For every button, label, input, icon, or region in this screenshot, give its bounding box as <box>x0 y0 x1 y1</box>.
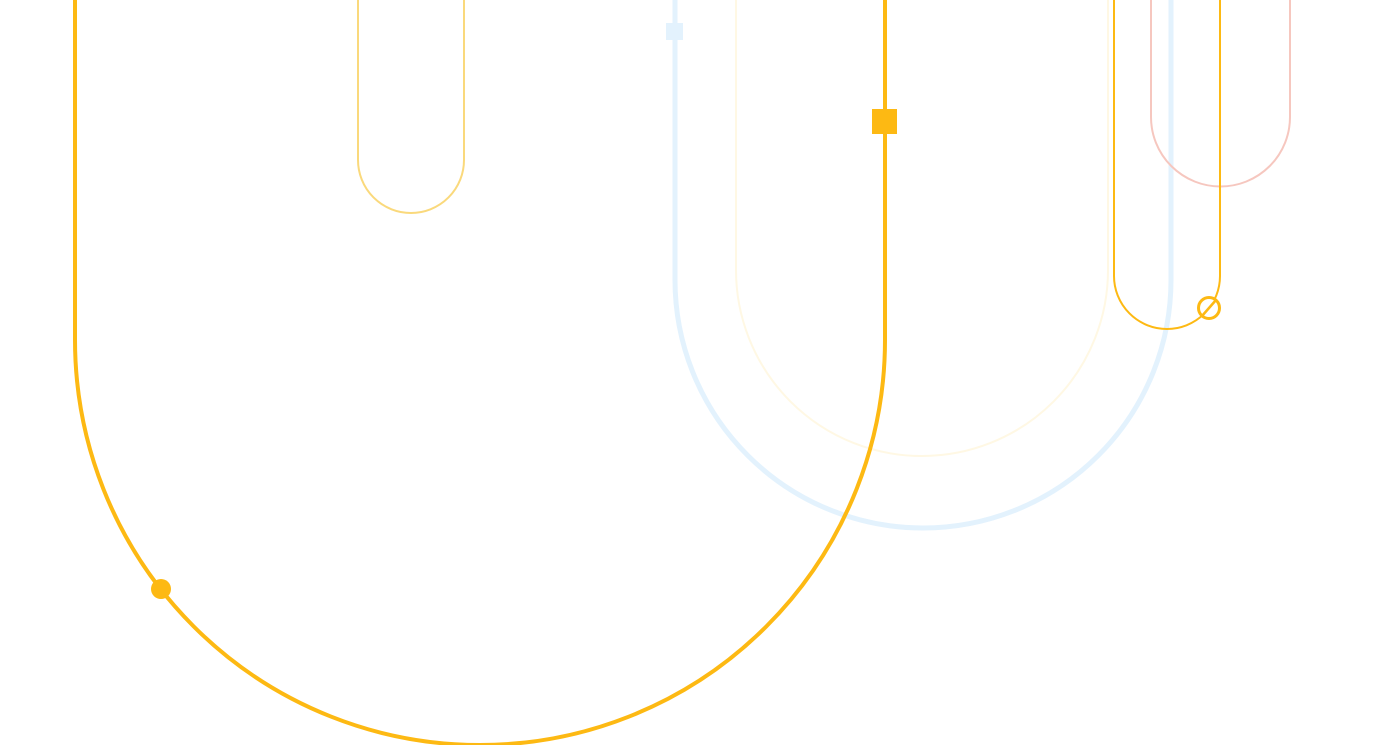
small-square-marker <box>666 23 683 40</box>
light-blue-u-shape <box>672 0 1174 531</box>
slashed-circle-marker <box>1197 296 1221 320</box>
faint-cream-u-shape <box>735 0 1109 457</box>
yellow-narrow-u-shape <box>1113 0 1221 330</box>
small-pale-yellow-u-shape <box>357 0 465 214</box>
filled-circle-marker <box>151 579 171 599</box>
large-yellow-u-shape <box>73 0 887 745</box>
slashed-circle-slash <box>1201 299 1217 317</box>
filled-square-marker <box>872 109 897 134</box>
